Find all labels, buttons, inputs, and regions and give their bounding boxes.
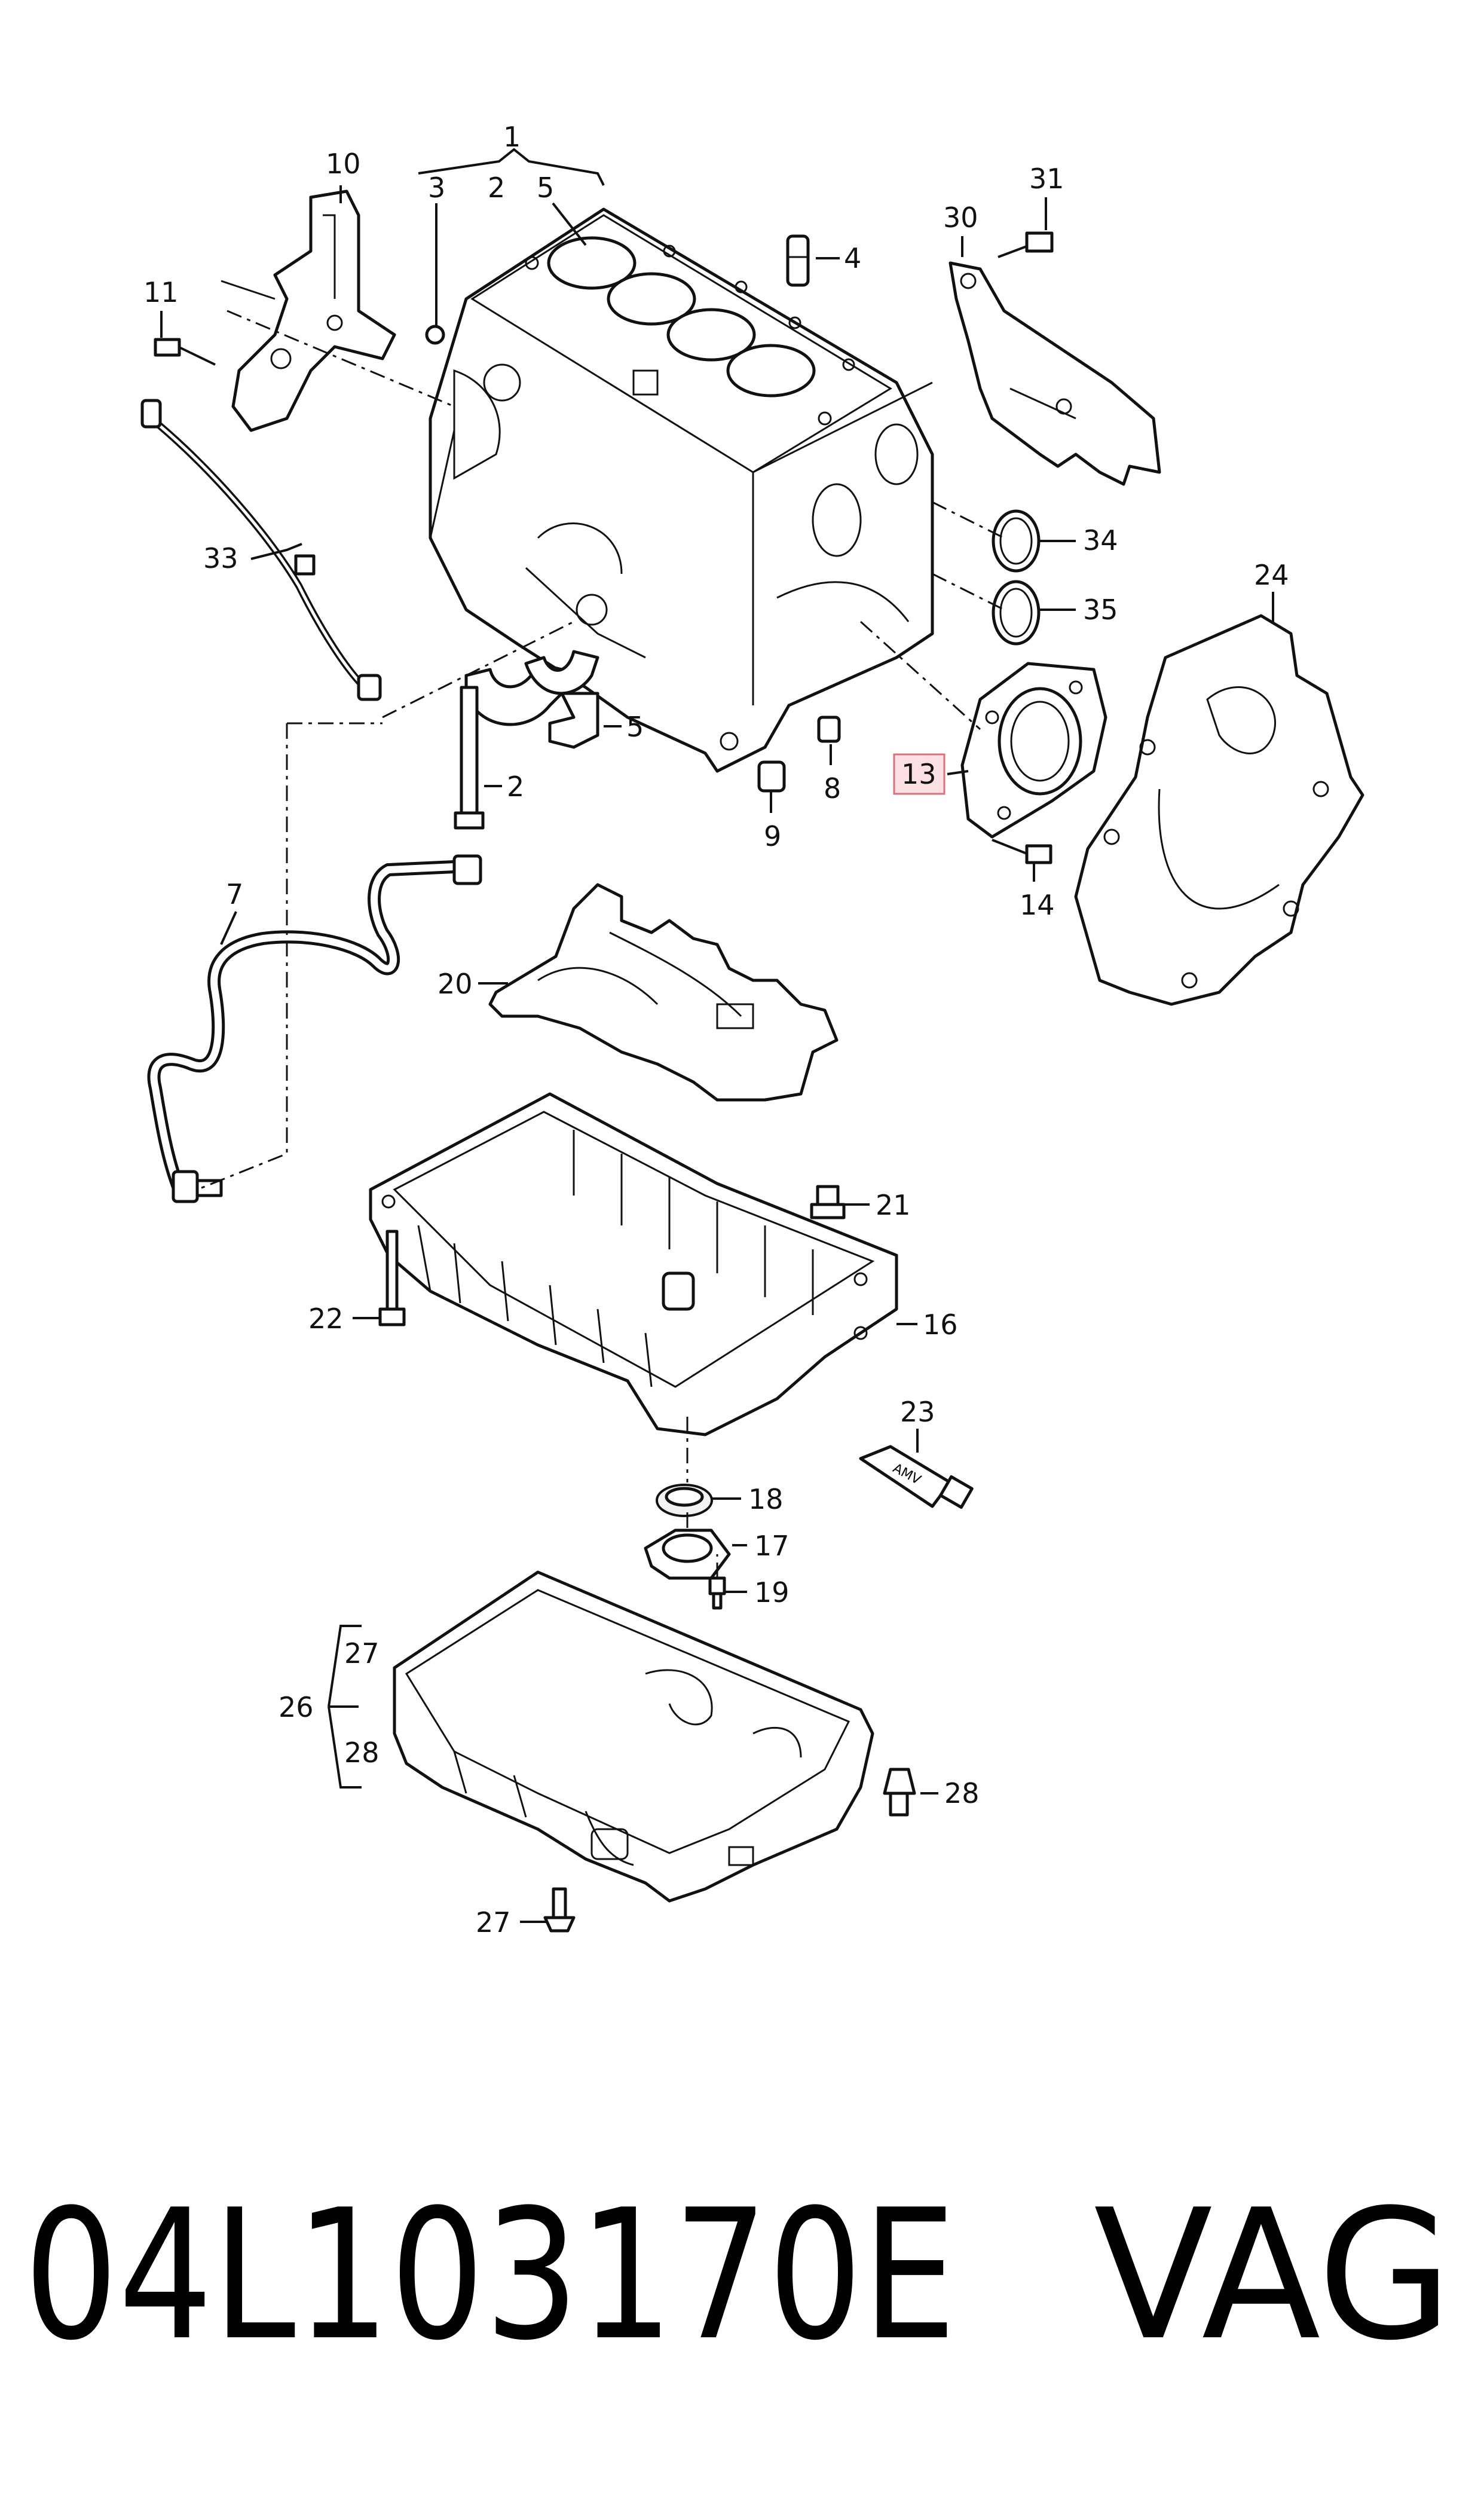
callout-13: 13	[901, 758, 937, 790]
bolt-14	[992, 839, 1052, 864]
callout-23: 23	[900, 1396, 935, 1428]
bracket-10	[221, 189, 396, 432]
callout-7: 7	[226, 878, 243, 910]
callout-3: 3	[428, 172, 445, 204]
callouts: 1 2 5 3 4 10 11 30 31 34 35 24 33 5 2 8 …	[143, 121, 1289, 1939]
dowel-9	[757, 760, 786, 793]
callout-33: 33	[203, 542, 238, 574]
assembly-lines	[197, 310, 1005, 1578]
o-ring-34	[992, 509, 1041, 573]
callout-27b: 27	[476, 1906, 511, 1939]
intermediate-plate-24	[1074, 614, 1364, 1006]
brand-name: VAG	[1094, 2171, 1452, 2380]
footer-banner: 04L103170E VAG	[24, 2171, 1452, 2380]
callout-5a: 5	[537, 172, 554, 204]
callout-19: 19	[754, 1576, 790, 1609]
seal-ring-18	[656, 1484, 713, 1517]
callout-9: 9	[764, 820, 781, 852]
plug-21	[810, 1185, 846, 1219]
sealant-tube-23: AMV	[859, 1445, 974, 1509]
callout-14: 14	[1020, 889, 1055, 921]
oil-pan-upper-16	[369, 1092, 898, 1436]
callout-28b: 28	[944, 1777, 980, 1809]
callout-26: 26	[279, 1691, 314, 1723]
bolt-22	[378, 1230, 406, 1326]
oil-pan-lower-26	[393, 1570, 874, 1903]
bolt-28	[883, 1768, 916, 1817]
plug-3	[425, 325, 445, 345]
callout-4: 4	[844, 242, 861, 274]
leader-lines	[160, 148, 1274, 1923]
callout-11: 11	[143, 276, 179, 308]
callout-10: 10	[326, 148, 361, 180]
cover-plate-30	[948, 261, 1161, 486]
bolt-19	[708, 1576, 726, 1610]
callout-1: 1	[503, 121, 521, 153]
o-ring-35	[992, 580, 1041, 646]
callout-13-highlight	[893, 753, 946, 795]
bolt-27	[543, 1887, 576, 1933]
baffle-plate-20	[488, 883, 839, 1102]
part-number: 04L103170E	[24, 2171, 956, 2380]
callout-21: 21	[876, 1189, 911, 1221]
dipstick-tube-33	[140, 399, 382, 701]
oil-jet-5	[548, 692, 599, 749]
bolt-11	[154, 338, 216, 366]
callout-22: 22	[308, 1303, 344, 1335]
callout-2b: 2	[507, 771, 524, 803]
callout-20: 20	[437, 968, 473, 1000]
callout-17: 17	[754, 1530, 790, 1562]
callout-5b: 5	[626, 711, 644, 743]
callout-28a: 28	[344, 1737, 380, 1769]
callout-30: 30	[943, 201, 978, 234]
callout-8: 8	[824, 772, 841, 805]
bolt-31	[998, 231, 1054, 258]
callout-31: 31	[1029, 163, 1064, 195]
bearing-caps	[464, 650, 599, 726]
dowel-8	[817, 716, 841, 743]
callout-2a: 2	[488, 172, 505, 204]
callout-24: 24	[1254, 559, 1289, 591]
callout-34: 34	[1083, 524, 1118, 557]
sensor-17	[644, 1528, 731, 1580]
pin-4	[786, 234, 810, 287]
exploded-parts-diagram: AMV	[140, 121, 1364, 1939]
bolt-2	[454, 686, 485, 830]
callout-35: 35	[1083, 594, 1118, 626]
vent-hose-7	[147, 854, 482, 1203]
seal-flange-13	[960, 662, 1107, 839]
callout-18: 18	[748, 1483, 784, 1515]
callout-16: 16	[923, 1309, 958, 1341]
callout-27a: 27	[344, 1637, 380, 1670]
